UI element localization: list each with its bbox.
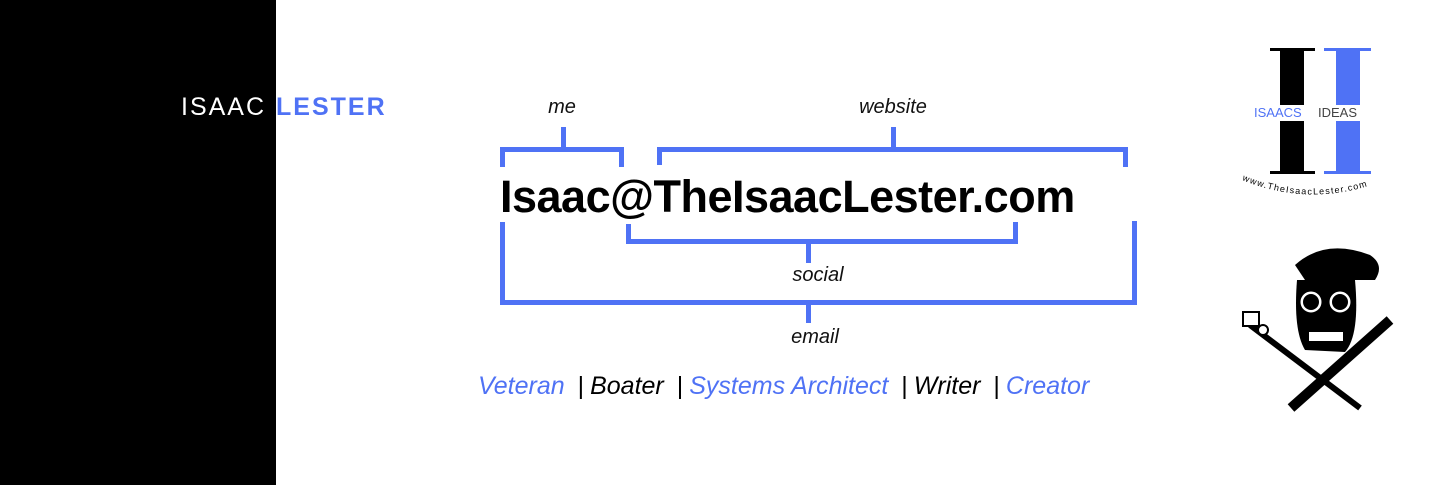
svg-text:www.TheIsaacLester.com: www.TheIsaacLester.com — [1240, 172, 1368, 196]
role-veteran: Veteran — [478, 372, 565, 400]
brand-last-name: LESTER — [276, 93, 387, 121]
role-creator: Creator — [1005, 372, 1090, 400]
email-address[interactable]: Isaac@TheIsaacLester.com — [500, 171, 1075, 222]
svg-text:ISAACS: ISAACS — [1254, 105, 1302, 120]
black-side-panel — [0, 0, 276, 485]
role-boater: Boater — [590, 372, 664, 400]
label-email: email — [791, 326, 839, 348]
label-website: website — [859, 96, 927, 118]
brand-first-name: ISAAC — [181, 93, 267, 121]
skull-emblem-icon — [1235, 240, 1405, 415]
brand-name: ISAAC LESTER — [181, 93, 387, 122]
role-systems-architect: Systems Architect — [689, 372, 889, 400]
roles-list: Veteran |Boater |Systems Architect |Writ… — [478, 372, 1090, 400]
isaacs-ideas-logo: ISAACS IDEAS www.TheIsaacLester.com — [1240, 45, 1390, 205]
label-social: social — [792, 264, 844, 286]
role-writer: Writer — [913, 372, 981, 400]
label-me: me — [548, 96, 576, 118]
svg-text:IDEAS: IDEAS — [1318, 105, 1357, 120]
